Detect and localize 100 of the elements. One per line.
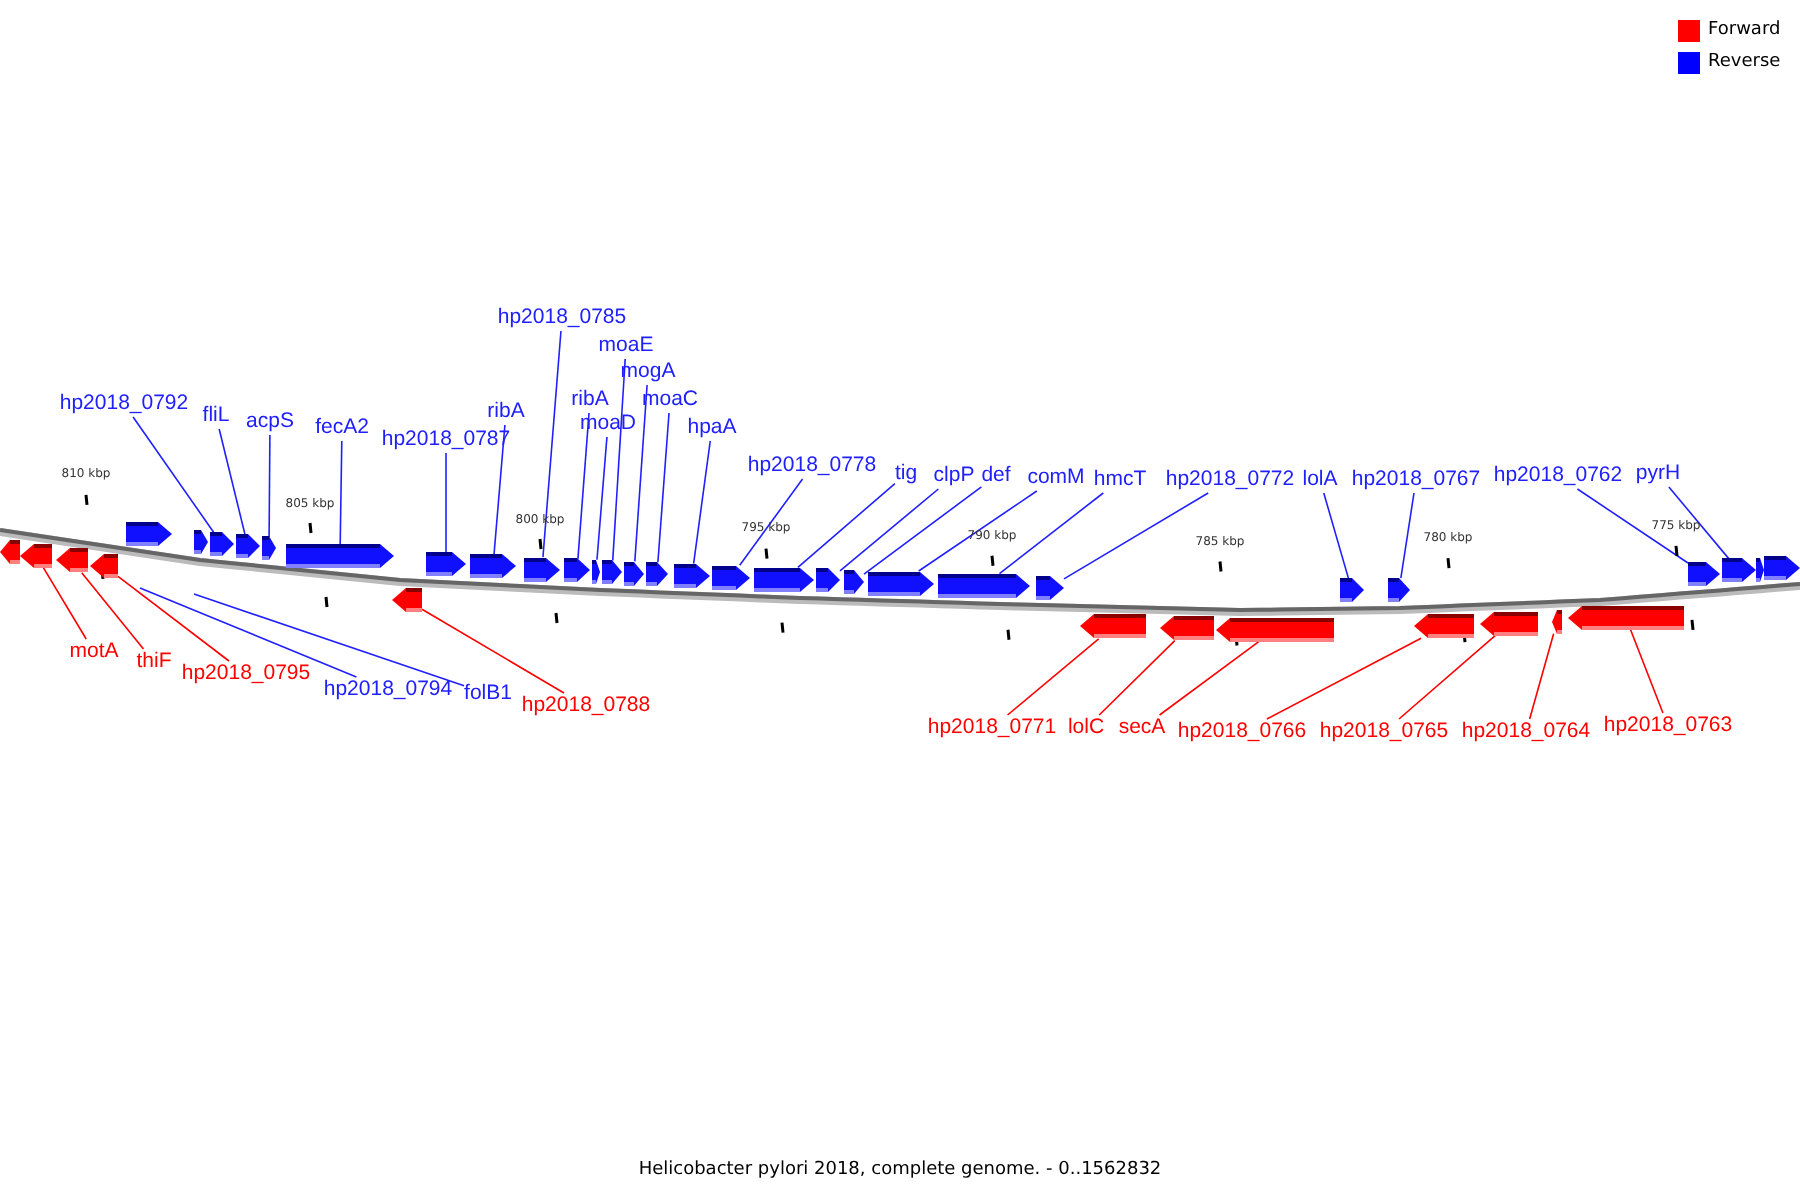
leader-line [1098,639,1176,716]
gene-label: hp2018_0762 [1493,463,1623,489]
gene-feature [524,557,560,582]
gene-label: acpS [246,409,294,435]
leader-line [577,412,590,560]
leader-line [132,416,215,533]
leader-line [1629,629,1664,714]
gene-feature [816,568,840,593]
gene-label: ribA [487,399,525,425]
gene-label: moaE [598,333,654,359]
gene-label: hp2018_0788 [521,693,651,719]
leader-line [863,486,983,575]
gene-feature [868,571,934,595]
gene-feature [0,539,20,564]
gene-label: clpP [933,463,975,489]
gene-label: hp2018_0765 [1319,719,1449,745]
gene-label: tig [894,461,918,487]
leader-line [1576,488,1689,564]
gene-label: hp2018_0766 [1177,719,1307,745]
gene-label: lolC [1067,715,1105,741]
gene-feature [1080,614,1146,639]
leader-line [1398,634,1496,720]
leader-line [80,572,145,650]
gene-label: hp2018_0785 [497,305,627,331]
leader-line [445,452,447,554]
gene-label: hp2018_0763 [1603,713,1733,739]
gene-feature [1388,578,1410,602]
gene-feature [470,554,516,579]
gene-label: motA [69,639,119,665]
gene-feature [90,553,118,578]
leader-line [1006,638,1100,716]
leader-line [797,482,896,569]
gene-feature [1722,558,1756,583]
leader-line [117,575,230,662]
gene-feature [712,565,750,590]
gene-label: lolA [1302,467,1338,493]
leader-line [1400,492,1415,579]
gene-feature [262,536,276,561]
gene-label: hpaA [687,415,737,441]
gene-feature [624,561,644,586]
gene-feature [1340,578,1364,603]
gene-label: hp2018_0795 [181,661,311,687]
leader-line [738,478,804,567]
gene-feature [844,569,864,594]
caption: Helicobacter pylori 2018, complete genome. - 0..1562832 [638,1160,1162,1180]
gene-label: hp2018_0794 [323,677,453,703]
gene-feature [210,532,234,557]
gene-feature [1552,609,1562,634]
leader-line [1158,640,1260,716]
leader-line [1668,486,1730,560]
gene-feature [426,552,466,577]
gene-label: comM [1027,465,1085,491]
gene-label: hp2018_0778 [747,453,877,479]
gene-label: fliL [202,403,230,429]
gene-feature [1764,555,1800,580]
gene-feature [1480,611,1538,636]
gene-feature [938,573,1030,598]
leader-line [193,593,465,687]
leader-line [998,492,1105,575]
leader-line [493,424,506,556]
gene-feature [20,543,52,568]
gene-label: def [981,463,1011,489]
gene-feature [1036,575,1064,600]
leader-line [421,608,565,694]
gene-label: folB1 [464,681,512,707]
gene-feature [392,588,422,613]
gene-feature [1568,605,1684,630]
leader-line [634,384,648,563]
gene-feature [194,530,208,555]
leader-line [1528,632,1555,720]
gene-feature [646,562,668,587]
leader-line [596,436,608,561]
gene-label: fecA2 [315,415,369,441]
leader-line [1063,492,1209,580]
gene-label: pyrH [1635,461,1681,487]
gene-label: hp2018_0772 [1165,467,1295,493]
gene-label: hp2018_0764 [1461,719,1591,745]
leader-line [839,488,940,572]
gene-feature [1756,557,1764,582]
legend-label: Forward [1708,18,1781,44]
leader-line [1266,637,1422,720]
leader-line [1322,492,1350,580]
leader-line [542,330,562,558]
gene-label: hp2018_0767 [1351,467,1481,493]
gene-feature [286,544,394,568]
gene-label: thiF [136,649,172,675]
gene-feature [56,548,88,573]
gene-feature [1688,561,1720,586]
leader-line [218,428,246,536]
gene-label: hp2018_0792 [59,391,189,417]
gene-feature [1160,616,1214,641]
gene-feature [592,559,600,584]
gene-label: ribA [571,387,609,413]
leader-line [139,587,358,678]
leader-line [692,440,712,565]
gene-label: hmcT [1093,467,1147,493]
legend-label: Reverse [1708,50,1781,76]
gene-feature [674,563,710,588]
gene-label: hp2018_0771 [927,715,1057,741]
gene-feature [126,522,172,547]
